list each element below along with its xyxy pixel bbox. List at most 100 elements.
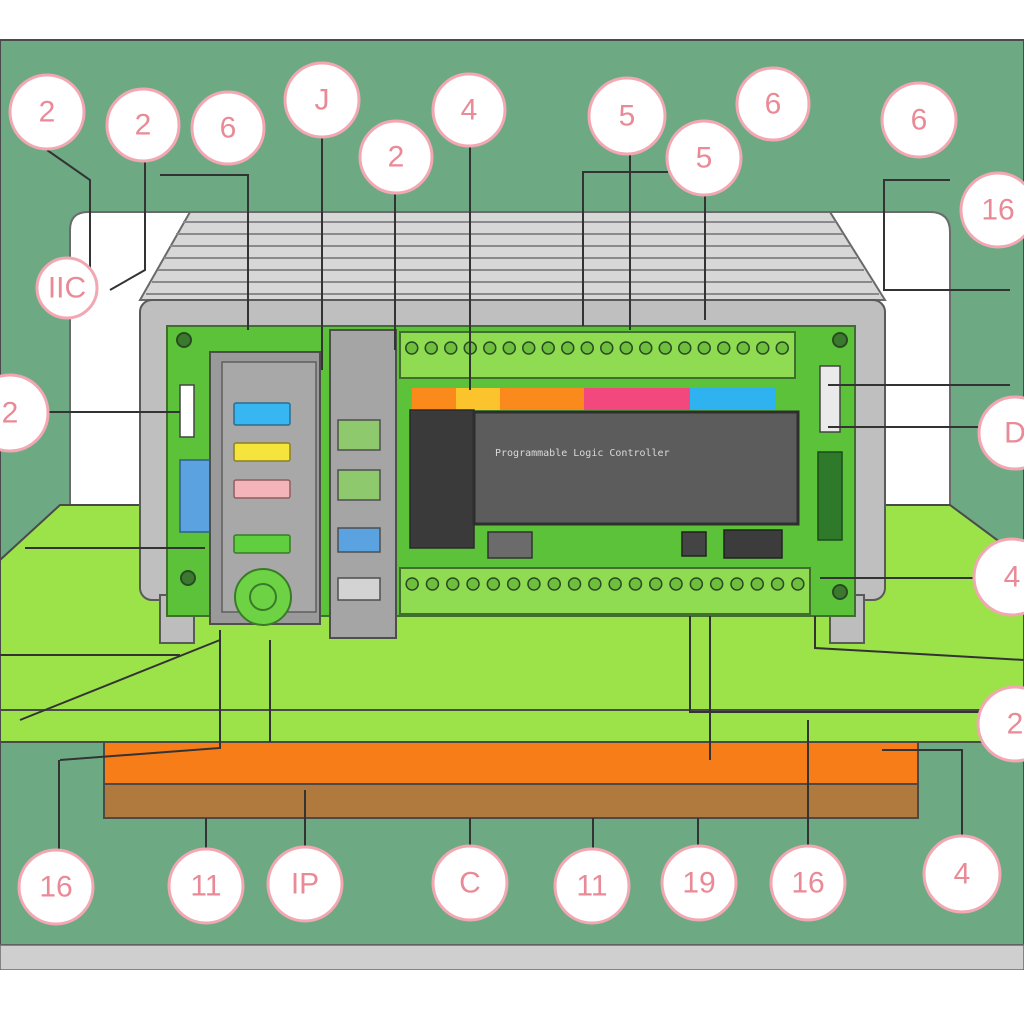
terminal-screw-icon <box>750 577 764 591</box>
callout-circle <box>431 72 507 148</box>
terminal-screw-icon <box>600 341 614 355</box>
callout-marker: 4 <box>972 537 1024 617</box>
terminal-screw-icon <box>639 341 653 355</box>
terminal-screw-icon <box>522 341 536 355</box>
chip <box>681 531 707 557</box>
callout-circle <box>358 119 434 195</box>
callout-marker: 11 <box>553 847 631 925</box>
db-connector <box>179 459 211 533</box>
power-button[interactable] <box>234 568 292 626</box>
callout-marker: 2 <box>0 373 50 453</box>
power-button-inner-icon <box>249 583 277 611</box>
status-led-yellow <box>233 442 291 462</box>
callout-marker: IP <box>266 845 344 923</box>
side-header-connector <box>179 384 195 438</box>
callout-label: 16 <box>791 867 824 900</box>
callout-circle <box>283 61 361 139</box>
callout-circle <box>735 66 811 142</box>
terminal-screw-icon <box>444 341 458 355</box>
terminal-screw-icon <box>506 577 521 591</box>
callout-circle <box>8 73 86 151</box>
right-header-connector <box>819 365 841 433</box>
callout-label: 6 <box>911 104 928 137</box>
terminal-screw-icon <box>588 577 602 591</box>
ribbon-connector <box>409 409 475 549</box>
terminal-screw-icon <box>669 577 683 591</box>
terminal-screw-icon <box>736 341 750 355</box>
callout-marker: 6 <box>735 66 811 142</box>
callout-marker: 4 <box>431 72 507 148</box>
terminal-screw-icon <box>658 341 672 355</box>
callout-label: 2 <box>388 141 405 174</box>
callout-marker: 2 <box>976 685 1024 763</box>
terminal-screw-icon <box>649 577 663 591</box>
callout-marker: 19 <box>660 844 738 922</box>
terminal-screw-icon <box>689 577 704 591</box>
chip <box>487 531 533 559</box>
wire-strip-blue <box>690 388 776 410</box>
bottom-grey-strip <box>0 944 1024 971</box>
callout-label: 2 <box>39 96 56 129</box>
terminal-screw-icon <box>791 577 805 591</box>
callout-label: 5 <box>696 142 713 175</box>
callout-marker: IIC <box>35 256 99 320</box>
callout-label: 2 <box>135 109 152 142</box>
callout-circle <box>959 171 1024 249</box>
chip <box>723 529 783 559</box>
terminal-screw-icon <box>425 577 440 591</box>
callout-label: J <box>315 84 330 117</box>
callout-label: IP <box>291 868 319 901</box>
callout-circle <box>35 256 99 320</box>
top-terminal-block <box>399 331 796 379</box>
callout-circle <box>266 845 344 923</box>
mount-hole-icon <box>180 570 196 586</box>
leader-lines <box>0 130 1024 860</box>
callout-circle <box>977 395 1024 471</box>
callout-circle <box>587 76 667 156</box>
platform-front <box>0 709 1024 743</box>
callout-marker: 2 <box>358 119 434 195</box>
callout-marker: 16 <box>17 848 95 926</box>
callout-label: IIC <box>48 272 86 305</box>
callout-circle <box>105 87 181 163</box>
callout-label: 5 <box>619 100 636 133</box>
callout-label: 4 <box>954 858 971 891</box>
callout-circle <box>431 844 509 922</box>
callout-circle <box>17 848 95 926</box>
callout-circle <box>922 834 1002 914</box>
callout-label: 4 <box>1004 561 1021 594</box>
terminal-screw-icon <box>547 577 561 591</box>
callout-marker: 2 <box>105 87 181 163</box>
terminal-screw-icon <box>678 341 692 355</box>
terminal-screw-icon <box>619 341 633 355</box>
wire-strip-yellow <box>456 388 500 410</box>
callout-label: D <box>1004 417 1024 450</box>
terminal-screw-icon <box>483 341 497 355</box>
callout-marker: 5 <box>587 76 667 156</box>
callout-circle <box>880 81 958 159</box>
terminal-screw-icon <box>527 577 541 591</box>
callout-label: 16 <box>39 871 72 904</box>
terminal-screw-icon <box>730 577 744 591</box>
bottom-white-strip <box>0 970 1024 1024</box>
callout-label: 4 <box>461 94 478 127</box>
callout-label: 2 <box>2 397 19 430</box>
terminal-screw-icon <box>405 341 419 355</box>
terminal-screw-icon <box>775 341 789 355</box>
mount-hole-icon <box>832 332 848 348</box>
callout-circle <box>660 844 738 922</box>
callout-circle <box>553 847 631 925</box>
terminal-screw-icon <box>580 341 594 355</box>
terminal-screw-icon <box>628 577 643 591</box>
brown-bar <box>103 783 919 819</box>
wire-strip-pink <box>584 388 690 410</box>
callout-label: 6 <box>220 112 237 145</box>
terminal-screw-icon <box>541 341 555 355</box>
terminal-screw-icon <box>608 577 622 591</box>
terminal-screw-icon <box>446 577 460 591</box>
callout-marker: 6 <box>190 90 266 166</box>
terminal-screw-icon <box>770 577 785 591</box>
callout-circle <box>972 537 1024 617</box>
